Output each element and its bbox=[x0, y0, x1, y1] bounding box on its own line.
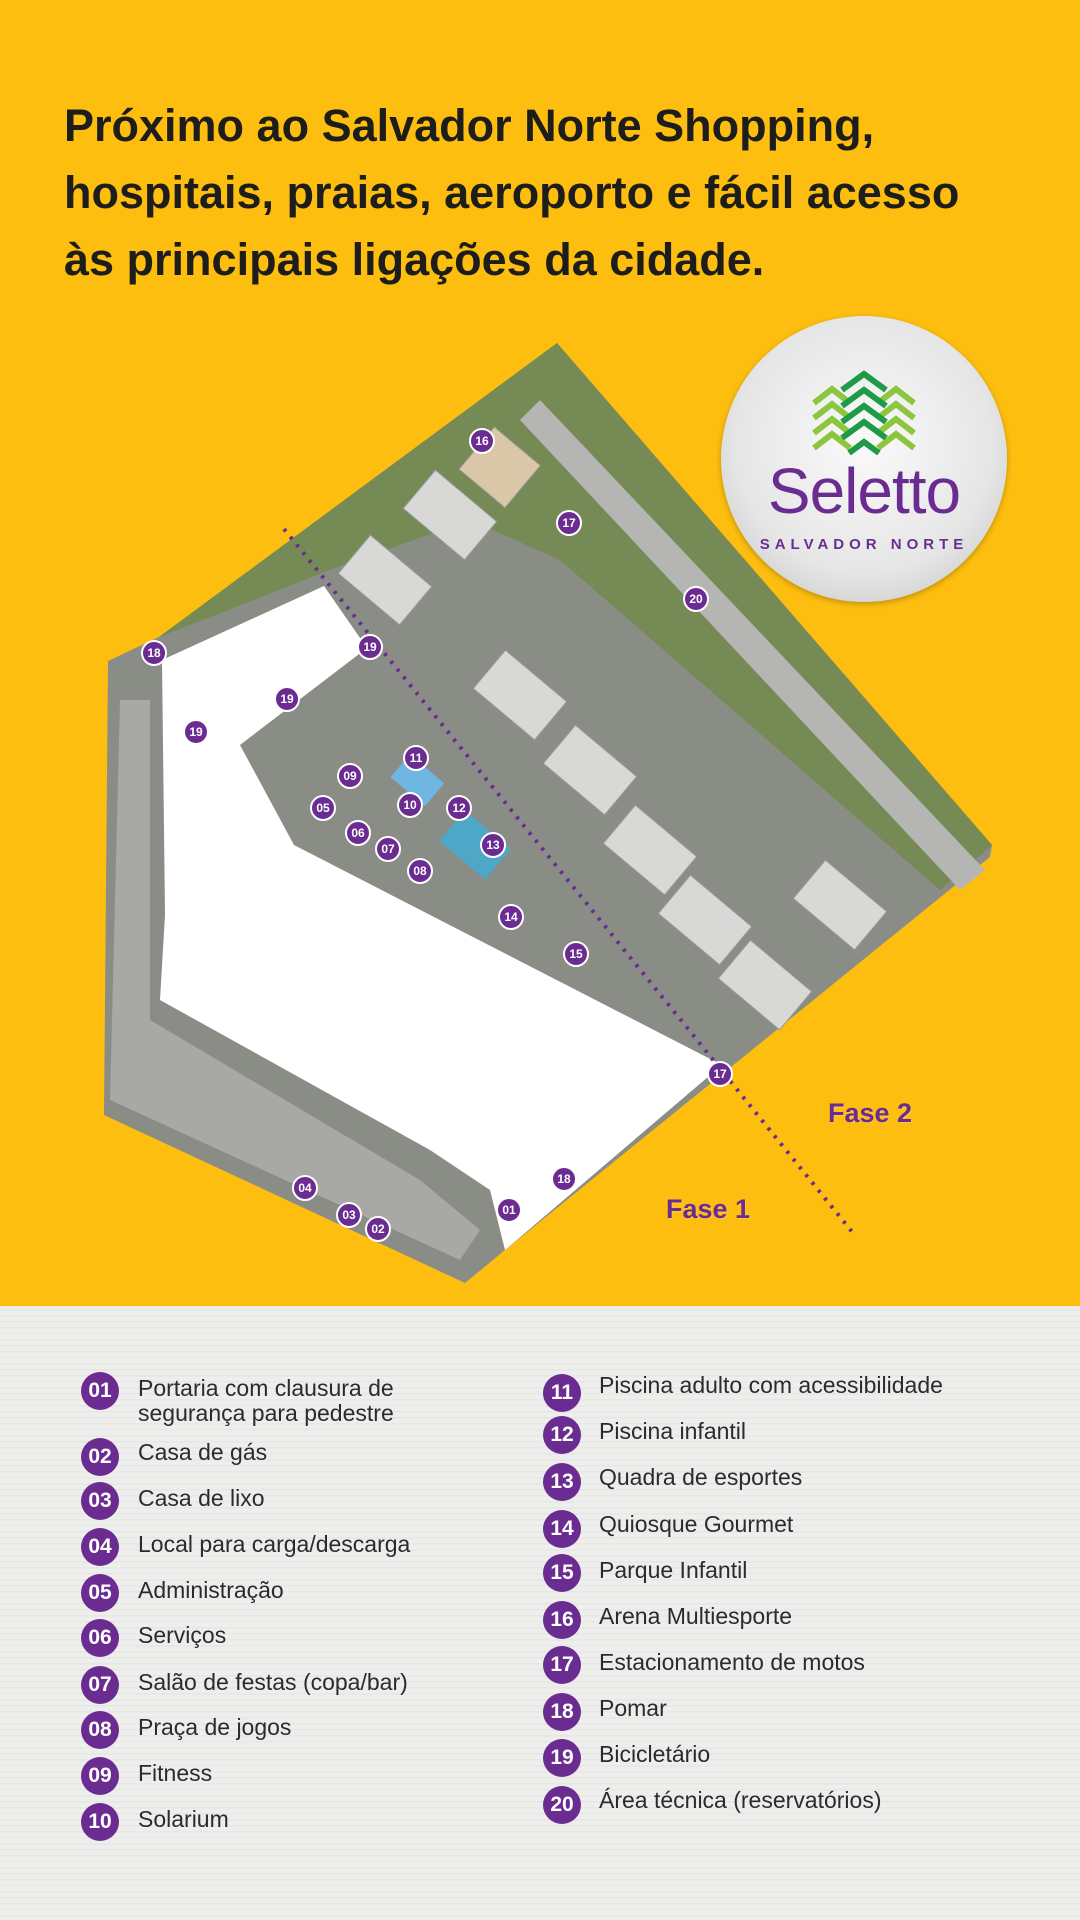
legend-label: Arena Multiesporte bbox=[599, 1603, 793, 1629]
map-marker[interactable]: 10 bbox=[397, 792, 423, 818]
legend-label: Piscina adulto com acessibilidade bbox=[599, 1372, 943, 1398]
legend-label: Quiosque Gourmet bbox=[599, 1511, 794, 1537]
map-marker[interactable]: 19 bbox=[357, 634, 383, 660]
map-marker[interactable]: 18 bbox=[551, 1166, 577, 1192]
legend-label: Bicicletário bbox=[599, 1741, 711, 1767]
legend-badge: 06 bbox=[81, 1619, 119, 1657]
road-bottom bbox=[110, 700, 480, 1260]
buildings bbox=[337, 426, 888, 1031]
legend-badge: 17 bbox=[543, 1646, 581, 1684]
map-marker[interactable]: 02 bbox=[365, 1216, 391, 1242]
map-marker[interactable]: 09 bbox=[337, 763, 363, 789]
legend-badge: 10 bbox=[81, 1803, 119, 1841]
legend-label: Local para carga/descarga bbox=[138, 1531, 411, 1557]
legend-label: Estacionamento de motos bbox=[599, 1649, 865, 1675]
sports-court bbox=[439, 810, 511, 880]
phase-1-label: Fase 1 bbox=[666, 1194, 751, 1224]
legend-badge: 19 bbox=[543, 1739, 581, 1777]
trees-icon bbox=[812, 370, 916, 456]
legend-badge: 07 bbox=[81, 1666, 119, 1704]
headline: Próximo ao Salvador Norte Shopping, hosp… bbox=[64, 92, 1044, 293]
legend-badge: 11 bbox=[543, 1374, 581, 1412]
legend-badge: 13 bbox=[543, 1463, 581, 1501]
pool bbox=[390, 754, 445, 807]
legend-badge: 15 bbox=[543, 1554, 581, 1592]
unbuilt-area bbox=[160, 586, 722, 1250]
map-marker[interactable]: 04 bbox=[292, 1175, 318, 1201]
map-marker[interactable]: 15 bbox=[563, 941, 589, 967]
map-marker[interactable]: 03 bbox=[336, 1202, 362, 1228]
map-marker[interactable]: 14 bbox=[498, 904, 524, 930]
legend-badge: 05 bbox=[81, 1574, 119, 1612]
map-marker[interactable]: 18 bbox=[141, 640, 167, 666]
legend-badge: 03 bbox=[81, 1482, 119, 1520]
headline-line: hospitais, praias, aeroporto e fácil ace… bbox=[64, 167, 960, 218]
legend-badge: 02 bbox=[81, 1438, 119, 1476]
map-marker[interactable]: 01 bbox=[496, 1197, 522, 1223]
map-marker[interactable]: 13 bbox=[480, 832, 506, 858]
legend-badge: 08 bbox=[81, 1711, 119, 1749]
legend-badge: 18 bbox=[543, 1693, 581, 1731]
road bbox=[520, 400, 985, 890]
legend-label: Praça de jogos bbox=[138, 1714, 292, 1740]
hero-section: Próximo ao Salvador Norte Shopping, hosp… bbox=[0, 0, 1080, 1306]
legend-label: Área técnica (reservatórios) bbox=[599, 1787, 882, 1813]
legend-badge: 01 bbox=[81, 1372, 119, 1410]
green-area bbox=[159, 343, 992, 890]
map-marker[interactable]: 19 bbox=[274, 686, 300, 712]
legend: 01 Portaria com clausura de segurança pa… bbox=[0, 1306, 1080, 1920]
map-marker[interactable]: 20 bbox=[683, 586, 709, 612]
legend-label: Casa de lixo bbox=[138, 1485, 265, 1511]
legend-label: Serviços bbox=[138, 1622, 227, 1648]
map-marker[interactable]: 06 bbox=[345, 820, 371, 846]
logo-subtitle: SALVADOR NORTE bbox=[759, 536, 969, 553]
headline-line: às principais ligações da cidade. bbox=[64, 234, 765, 285]
map-marker[interactable]: 17 bbox=[556, 510, 582, 536]
legend-badge: 12 bbox=[543, 1416, 581, 1454]
map-marker[interactable]: 17 bbox=[707, 1061, 733, 1087]
legend-label: Administração bbox=[138, 1577, 284, 1603]
map-marker[interactable]: 19 bbox=[183, 719, 209, 745]
legend-badge: 04 bbox=[81, 1528, 119, 1566]
legend-label: Parque Infantil bbox=[599, 1557, 748, 1583]
legend-label: Salão de festas (copa/bar) bbox=[138, 1669, 408, 1695]
logo-name: Seletto bbox=[767, 455, 961, 527]
map-marker[interactable]: 12 bbox=[446, 795, 472, 821]
map-marker[interactable]: 11 bbox=[403, 745, 429, 771]
legend-badge: 20 bbox=[543, 1786, 581, 1824]
legend-label: Casa de gás bbox=[138, 1439, 268, 1465]
map-marker[interactable]: 05 bbox=[310, 795, 336, 821]
legend-label: Pomar bbox=[599, 1695, 667, 1721]
legend-label: Piscina infantil bbox=[599, 1418, 747, 1444]
map-marker[interactable]: 08 bbox=[407, 858, 433, 884]
map-marker[interactable]: 07 bbox=[375, 836, 401, 862]
seletto-logo: Seletto SALVADOR NORTE bbox=[721, 316, 1007, 602]
legend-badge: 14 bbox=[543, 1510, 581, 1548]
site-plan-map bbox=[104, 343, 992, 1283]
legend-label: Solarium bbox=[138, 1806, 229, 1832]
headline-line: Próximo ao Salvador Norte Shopping, bbox=[64, 100, 875, 151]
legend-label: Portaria com clausura de segurança para … bbox=[138, 1375, 394, 1426]
legend-badge: 16 bbox=[543, 1601, 581, 1639]
legend-badge: 09 bbox=[81, 1757, 119, 1795]
legend-label: Fitness bbox=[138, 1760, 213, 1786]
phase-2-label: Fase 2 bbox=[828, 1098, 913, 1128]
map-marker[interactable]: 16 bbox=[469, 428, 495, 454]
legend-label: Quadra de esportes bbox=[599, 1464, 803, 1490]
